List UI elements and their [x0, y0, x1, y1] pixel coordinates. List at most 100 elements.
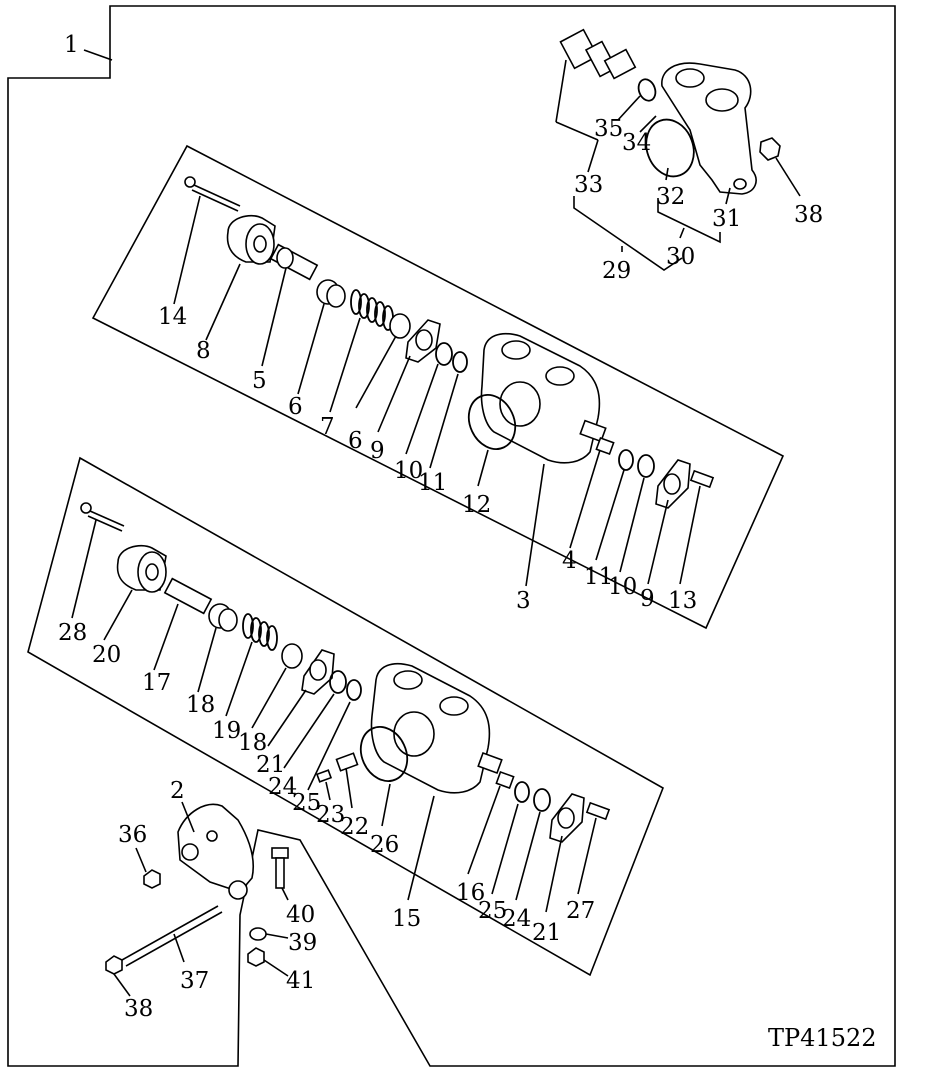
figure-id: TP41522 — [768, 1024, 877, 1052]
callout-41: 41 — [286, 968, 315, 994]
callout-12: 12 — [462, 492, 491, 518]
spool-17 — [163, 577, 213, 615]
callout-18b: 18 — [238, 730, 267, 756]
callout-4: 4 — [562, 548, 577, 574]
bolt-28 — [80, 502, 125, 532]
valve-body-3 — [480, 332, 607, 464]
callout-35: 35 — [594, 116, 623, 142]
callout-40: 40 — [286, 902, 315, 928]
lower-valve-frame — [27, 456, 664, 977]
nut-36 — [143, 869, 161, 889]
callout-17: 17 — [142, 670, 171, 696]
callout-19: 19 — [212, 718, 241, 744]
screw-27 — [585, 801, 611, 821]
check-valve-housing — [661, 62, 757, 195]
callout-10b: 10 — [608, 574, 637, 600]
callout-23: 23 — [316, 802, 345, 828]
callout-25a: 25 — [292, 790, 321, 816]
callout-26: 26 — [370, 832, 399, 858]
nut-38-top — [759, 137, 781, 161]
plug-4 — [595, 436, 615, 456]
callout-24a: 24 — [268, 774, 297, 800]
callout-38-top: 38 — [794, 202, 823, 228]
callout-22: 22 — [340, 814, 369, 840]
flange-9b — [655, 459, 691, 509]
flange-9 — [405, 319, 441, 363]
rod-37 — [121, 905, 223, 967]
callout-20: 20 — [92, 642, 121, 668]
flange-21b — [549, 793, 585, 843]
leader-lines — [71, 49, 801, 997]
o-ring-35 — [637, 78, 657, 102]
callout-31: 31 — [712, 206, 741, 232]
callout-10a: 10 — [394, 458, 423, 484]
callout-labels: 1 35 34 33 32 31 38 30 29 14 8 5 6 7 6 9… — [58, 32, 877, 1052]
callout-32: 32 — [656, 184, 685, 210]
valve-body-15 — [370, 662, 503, 794]
bracket-2 — [177, 803, 254, 893]
callout-7: 7 — [320, 414, 335, 440]
o-ring-11 — [452, 351, 468, 373]
spring-19 — [242, 613, 278, 651]
spacer-6 — [316, 279, 346, 308]
o-ring-11b — [618, 449, 634, 471]
bolt-14 — [184, 176, 241, 212]
callout-34: 34 — [622, 130, 651, 156]
callout-11a: 11 — [418, 470, 447, 496]
callout-24b: 24 — [502, 906, 531, 932]
callout-9a: 9 — [370, 438, 385, 464]
callout-16: 16 — [456, 880, 485, 906]
callout-33: 33 — [574, 172, 603, 198]
callout-36: 36 — [118, 822, 147, 848]
callout-18a: 18 — [186, 692, 215, 718]
upper-valve-parts — [184, 176, 715, 509]
callout-38-bottom: 38 — [124, 996, 153, 1022]
bracket-hardware — [105, 803, 289, 975]
plug-fitting — [559, 28, 637, 80]
spacer-6b — [389, 313, 411, 339]
callout-6a: 6 — [288, 394, 303, 420]
ring-10 — [435, 342, 453, 366]
callout-6b: 6 — [348, 428, 363, 454]
ring-10b — [637, 454, 655, 478]
callout-11b: 11 — [584, 564, 613, 590]
spool-5 — [269, 243, 319, 281]
callout-15: 15 — [392, 906, 421, 932]
plug-16 — [495, 770, 515, 790]
seal-26 — [359, 726, 409, 782]
upper-valve-frame — [91, 144, 785, 630]
cap-20 — [116, 544, 167, 593]
spacer-18 — [208, 603, 238, 632]
callout-27: 27 — [566, 898, 595, 924]
callout-1: 1 — [64, 32, 79, 58]
callout-3: 3 — [516, 588, 531, 614]
callout-5: 5 — [252, 368, 267, 394]
washer-39 — [249, 927, 267, 941]
lower-valve-parts — [80, 502, 611, 843]
callout-28: 28 — [58, 620, 87, 646]
callout-21a: 21 — [256, 752, 285, 778]
nut-38-bottom — [105, 955, 123, 975]
callout-29: 29 — [602, 258, 631, 284]
callout-13: 13 — [668, 588, 697, 614]
plug-22 — [335, 752, 359, 772]
o-ring-32 — [645, 118, 695, 178]
seal-12 — [467, 394, 517, 450]
cap-8 — [226, 214, 276, 265]
callout-8: 8 — [196, 338, 211, 364]
callout-37: 37 — [180, 968, 209, 994]
callout-39: 39 — [288, 930, 317, 956]
spacer-18b — [281, 643, 303, 669]
o-ring-25 — [346, 679, 362, 701]
callout-21b: 21 — [532, 920, 561, 946]
callout-30: 30 — [666, 244, 695, 270]
ring-24 — [329, 670, 347, 694]
callout-25b: 25 — [478, 898, 507, 924]
screw-23 — [315, 769, 333, 783]
ring-24b — [533, 788, 551, 812]
bolt-40 — [271, 847, 289, 889]
nut-41 — [247, 947, 265, 967]
callout-14: 14 — [158, 304, 187, 330]
screw-13 — [689, 469, 715, 489]
